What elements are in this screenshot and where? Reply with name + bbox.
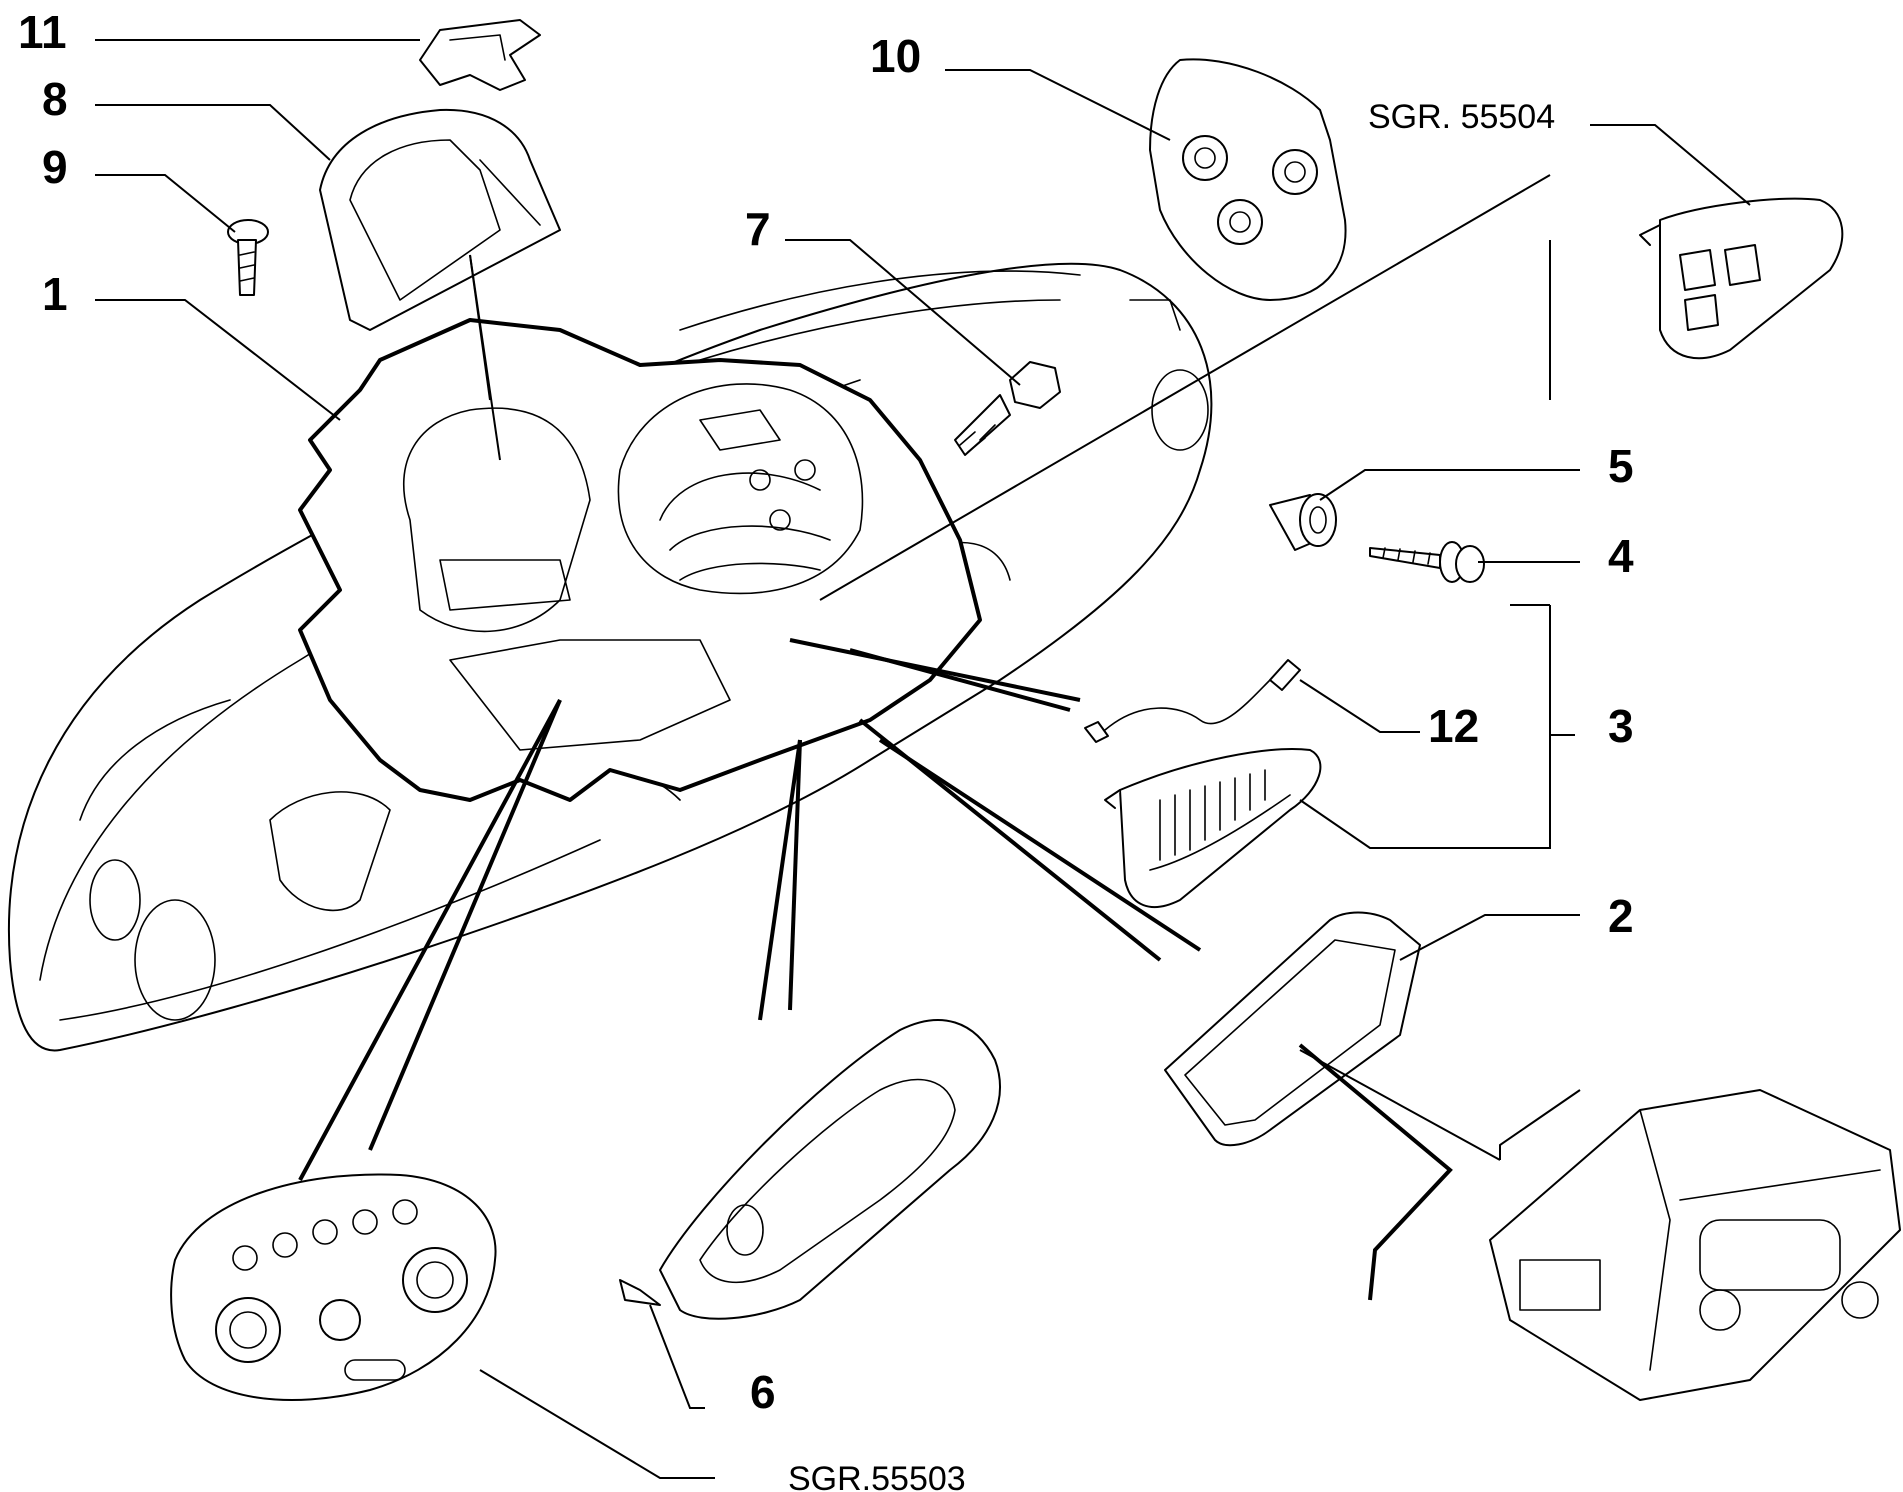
callout-12: 12	[1428, 700, 1479, 752]
part-5-bushing	[1269, 493, 1337, 551]
callout-9: 9	[42, 141, 68, 193]
part-8-hood	[319, 108, 561, 331]
part-7-bolt	[954, 361, 1061, 456]
callout-8: 8	[42, 73, 68, 125]
callout-3: 3	[1608, 700, 1634, 752]
part-9-screw	[227, 219, 269, 296]
reference-labels: SGR. 55504 SGR.55503	[788, 98, 1555, 1492]
reference-sgr-55503: SGR.55503	[788, 1460, 966, 1492]
callout-4: 4	[1608, 530, 1634, 582]
callout-7: 7	[745, 203, 771, 255]
part-1-cluster-housing	[298, 318, 982, 802]
radio-unit	[1489, 1089, 1901, 1401]
callout-5: 5	[1608, 440, 1634, 492]
part-6-tray	[619, 1019, 1001, 1320]
sgr-55504-switch-panel	[1639, 197, 1844, 360]
callout-11: 11	[18, 6, 67, 58]
callout-6: 6	[750, 1366, 776, 1418]
part-12-sensor	[1084, 659, 1301, 743]
callout-labels: 11 8 9 1 10 7 5 4 3 12 2 6	[18, 6, 1634, 1418]
part-2-display-frame	[1164, 911, 1421, 1147]
leader-lines	[95, 39, 1751, 1479]
callout-10: 10	[870, 30, 921, 82]
part-10-knob-panel	[1149, 58, 1347, 301]
part-11-clip	[419, 19, 541, 91]
callout-2: 2	[1608, 890, 1634, 942]
part-3-grille	[1104, 748, 1322, 909]
part-4-screw	[1369, 541, 1485, 583]
reference-sgr-55504: SGR. 55504	[1368, 98, 1555, 136]
sgr-55503-climate-panel	[170, 1173, 497, 1401]
callout-1: 1	[42, 268, 68, 320]
